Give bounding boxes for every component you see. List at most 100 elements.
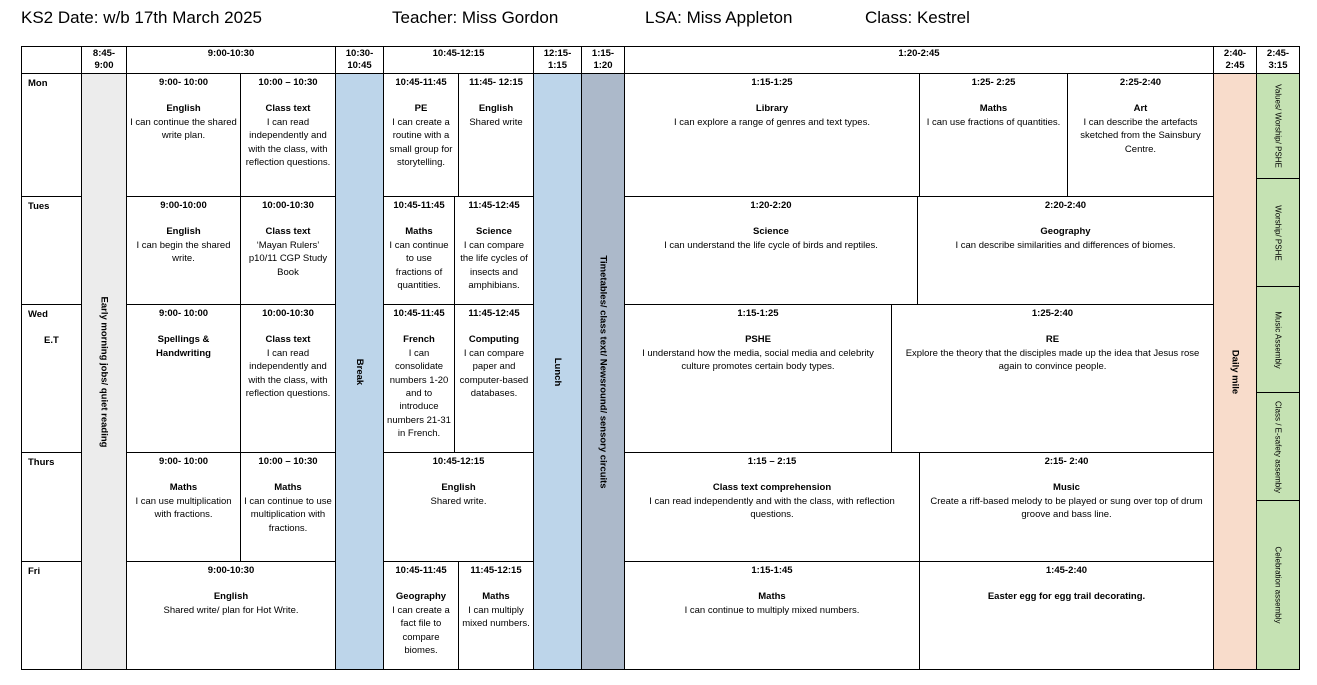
day-sublabel: E.T [44, 335, 59, 346]
assembly-wednesday: Music Assembly [1256, 286, 1300, 393]
lesson-time: 11:45-12:45 [468, 200, 520, 211]
day-thursday: Thurs [21, 452, 82, 562]
lesson-cell: 11:45-12:45 Computing I can compare pape… [454, 304, 534, 453]
lesson-subject: Maths [979, 103, 1008, 115]
lesson-objective: I can read independently and with the cl… [649, 495, 895, 521]
lesson-subject: Class text [265, 226, 311, 238]
lesson-objective: ‘Mayan Rulers’ p10/11 CGP Study Book [248, 239, 328, 278]
lesson-time: 10:00-10:30 [262, 308, 314, 319]
lesson-time: 1:25-2:40 [1031, 308, 1074, 319]
lesson-time: 9:00- 10:00 [158, 308, 209, 319]
lsa-name: LSA: Miss Appleton [645, 8, 793, 27]
header-corner [21, 46, 82, 74]
lesson-time: 2:20-2:40 [1044, 200, 1087, 211]
day-label: Fri [28, 566, 41, 577]
lesson-cell: 1:15-1:45 Maths I can continue to multip… [624, 561, 920, 670]
lesson-cell: 10:45-11:45 Geography I can create a fac… [383, 561, 459, 670]
lesson-subject: English [166, 103, 201, 115]
lesson-cell: 10:00-10:30 Class text ‘Mayan Rulers’ p1… [240, 196, 336, 305]
col-header-845: 8:45- 9:00 [81, 46, 127, 74]
assembly-label: Class / E-safety assembly [1273, 400, 1283, 493]
lesson-cell: 2:25-2:40 Art I can describe the artefac… [1067, 73, 1214, 197]
lesson-subject: English [441, 482, 476, 494]
lesson-cell: 9:00- 10:00 Spellings & Handwriting [126, 304, 241, 453]
lesson-cell: 10:45-11:45 PE I can create a routine wi… [383, 73, 459, 197]
band-early-morning: Early morning jobs/ quiet reading [81, 73, 127, 670]
assembly-label: Music Assembly [1273, 310, 1283, 369]
lesson-subject: Art [1133, 103, 1148, 115]
lesson-objective: Explore the theory that the disciples ma… [905, 347, 1200, 373]
day-friday: Fri [21, 561, 82, 670]
lesson-objective: Shared write [469, 116, 523, 128]
band-timetables: Timetables/ class text/ Newsround/ senso… [581, 73, 625, 670]
lesson-subject: RE [1045, 334, 1060, 346]
lesson-objective: Shared write/ plan for Hot Write. [163, 604, 299, 616]
lesson-time: 1:15-1:25 [751, 77, 793, 88]
lesson-cell: 11:45-12:45 Science I can compare the li… [454, 196, 534, 305]
band-label: Daily mile [1229, 349, 1241, 394]
col-header-1030: 10:30- 10:45 [335, 46, 384, 74]
lesson-time: 10:45-12:15 [432, 456, 485, 467]
lesson-objective: I can explore a range of genres and text… [674, 116, 870, 128]
band-label: Early morning jobs/ quiet reading [98, 296, 110, 447]
lesson-cell: 1:15-1:25 PSHE I understand how the medi… [624, 304, 892, 453]
lesson-time: 11:45- 12:15 [469, 77, 523, 88]
lesson-cell: 11:45- 12:15 English Shared write [458, 73, 534, 197]
lesson-objective: I can read independently and with the cl… [245, 347, 331, 400]
lesson-time: 10:00 – 10:30 [258, 77, 318, 88]
assembly-label: Values/ Worship/ PSHE [1273, 84, 1283, 168]
lesson-time: 11:45-12:15 [470, 565, 522, 576]
lesson-objective: I understand how the media, social media… [642, 347, 874, 373]
lesson-subject: French [403, 334, 435, 346]
assembly-label: Worship/ PSHE [1273, 204, 1283, 261]
lesson-subject: Maths [758, 591, 786, 603]
lesson-subject: Maths [169, 482, 198, 494]
lesson-subject: PE [414, 103, 428, 115]
lesson-time: 10:00 – 10:30 [258, 456, 318, 467]
lesson-objective: I can read independently and with the cl… [245, 116, 331, 169]
col-header-1215: 12:15- 1:15 [533, 46, 582, 74]
lesson-subject: Computing [468, 334, 520, 346]
band-daily-mile: Daily mile [1213, 73, 1257, 670]
day-monday: Mon [21, 73, 82, 197]
lesson-cell: 1:15 – 2:15 Class text comprehension I c… [624, 452, 920, 562]
day-label: Thurs [28, 457, 55, 468]
lesson-subject: English [166, 226, 201, 238]
lesson-objective: I can begin the shared write. [136, 239, 231, 265]
day-label: Tues [28, 201, 50, 212]
timetable-title: KS2 Date: w/b 17th March 2025 [21, 8, 262, 27]
lesson-cell: 1:45-2:40 Easter egg for egg trail decor… [919, 561, 1214, 670]
col-header-240: 2:40- 2:45 [1213, 46, 1257, 74]
lesson-cell: 9:00-10:00 English I can begin the share… [126, 196, 241, 305]
lesson-subject: Science [753, 226, 789, 238]
lesson-time: 10:45-11:45 [393, 200, 445, 211]
lesson-objective: Create a riff-based melody to be played … [930, 495, 1203, 521]
lesson-objective: I can continue to use fractions of quant… [389, 239, 449, 292]
lesson-cell: 2:20-2:40 Geography I can describe simil… [917, 196, 1214, 305]
lesson-subject: Geography [1040, 226, 1091, 238]
lesson-subject: Maths [274, 482, 302, 494]
assembly-tuesday: Worship/ PSHE [1256, 178, 1300, 287]
lesson-objective: I can multiply mixed numbers. [462, 604, 530, 630]
assembly-thursday: Class / E-safety assembly [1256, 392, 1300, 501]
band-label: Lunch [552, 357, 564, 386]
lesson-cell: 1:20-2:20 Science I can understand the l… [624, 196, 918, 305]
assembly-label: Celebration assembly [1273, 546, 1283, 624]
lesson-time: 1:15-1:25 [737, 308, 779, 319]
lesson-time: 10:45-11:45 [395, 565, 447, 576]
lesson-time: 1:45-2:40 [1045, 565, 1088, 576]
lesson-cell: 10:45-11:45 French I can consolidate num… [383, 304, 455, 453]
lesson-objective: I can create a routine with a small grou… [389, 116, 453, 169]
lesson-subject: Spellings & Handwriting [156, 334, 211, 359]
lesson-objective: I can continue the shared write plan. [130, 116, 237, 142]
lesson-time: 1:20-2:20 [750, 200, 792, 211]
lesson-time: 9:00-10:00 [160, 200, 207, 211]
lesson-time: 1:25- 2:25 [971, 77, 1016, 88]
teacher-name: Teacher: Miss Gordon [392, 8, 559, 27]
lesson-subject: English [478, 103, 514, 115]
lesson-objective: I can continue to use multiplication wit… [244, 495, 332, 534]
lesson-cell: 11:45-12:15 Maths I can multiply mixed n… [458, 561, 534, 670]
lesson-time: 9:00- 10:00 [158, 77, 209, 88]
lesson-objective: I can compare paper and computer-based d… [459, 347, 529, 400]
